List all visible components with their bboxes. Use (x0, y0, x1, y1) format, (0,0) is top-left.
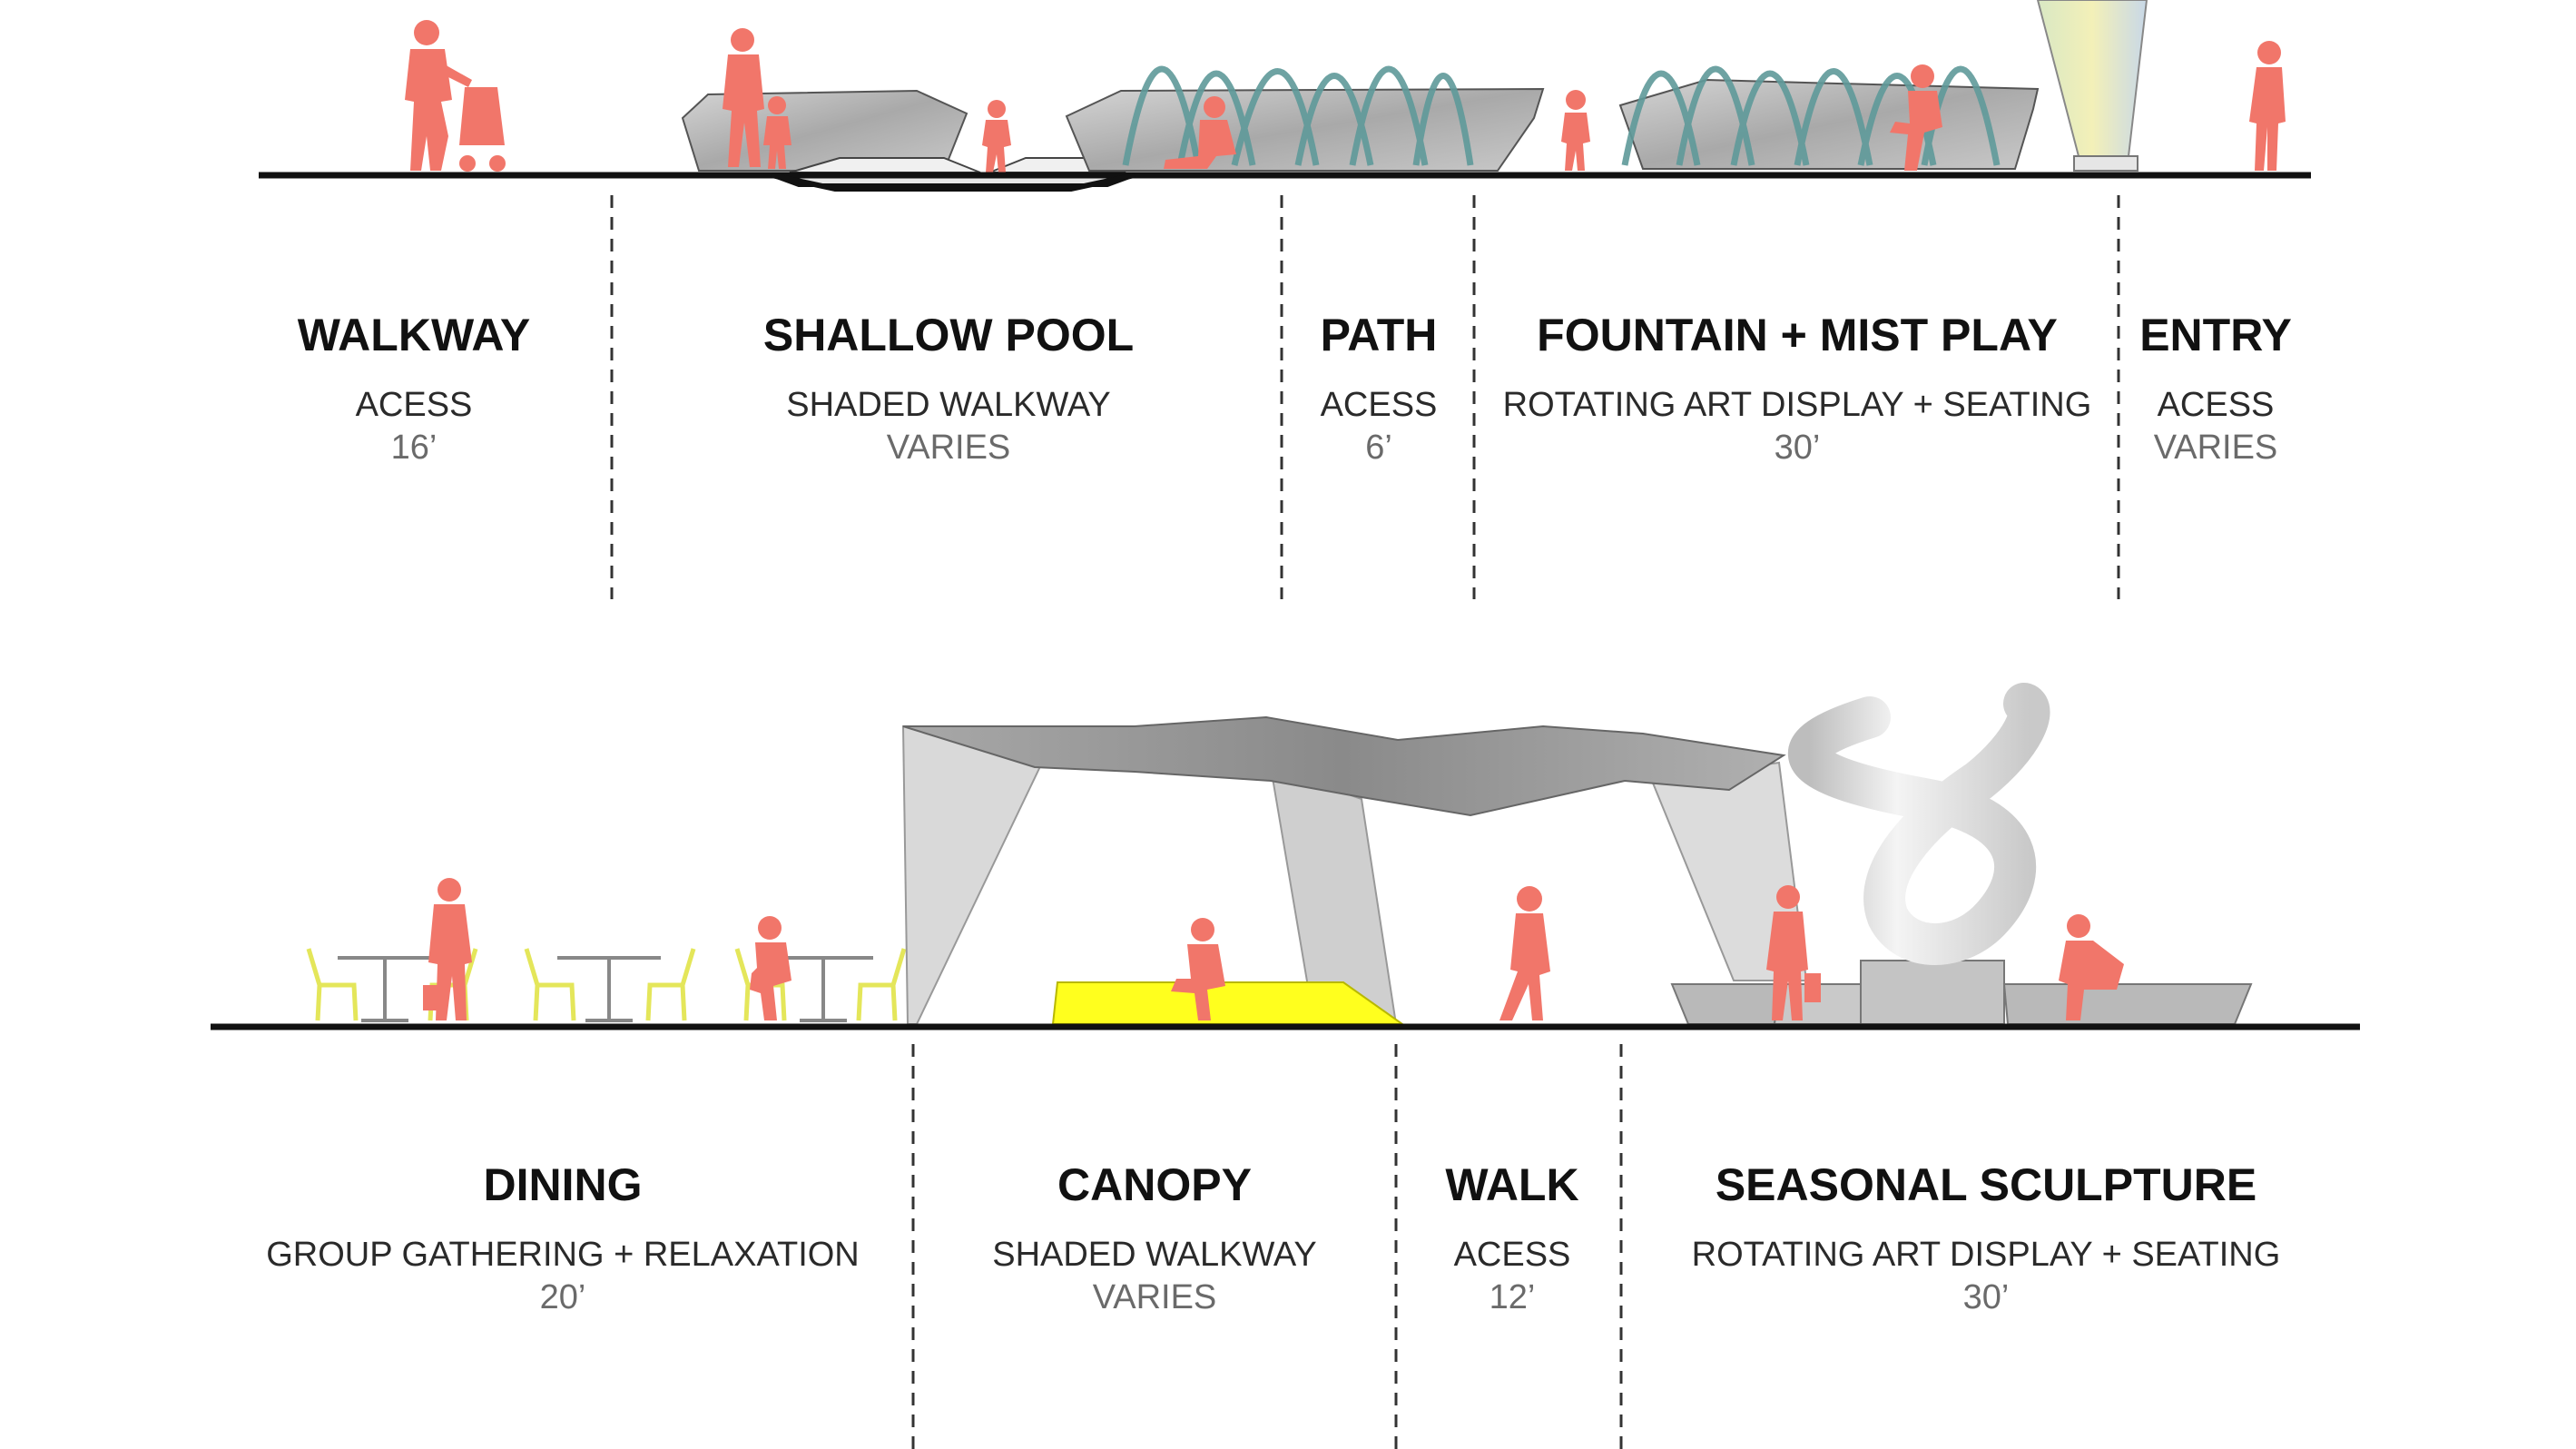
zone-use: GROUP GATHERING + RELAXATION (266, 1236, 860, 1274)
person-icon (1766, 885, 1821, 1020)
zone-use: ROTATING ART DISPLAY + SEATING (1503, 386, 2092, 424)
zone-width: 30’ (1775, 429, 1821, 467)
canopy-roof (902, 715, 1786, 817)
zone-width: 6’ (1365, 429, 1392, 467)
canopy-leg (901, 724, 1055, 1025)
zone-label-dining: DINING GROUP GATHERING + RELAXATION 20’ (266, 1159, 860, 1316)
zone-label-fountain-mist-play: FOUNTAIN + MIST PLAY ROTATING ART DISPLA… (1503, 310, 2092, 467)
person-icon (1890, 64, 1942, 171)
zone-use: SHADED WALKWAY (786, 386, 1111, 424)
pool-floor (771, 172, 1136, 192)
zone-title: WALK (1445, 1159, 1578, 1210)
zone-use: ACESS (1454, 1236, 1571, 1274)
zone-width: 16’ (391, 429, 438, 467)
seasonal-sculpture (1788, 683, 2050, 965)
people-top (405, 20, 2286, 172)
person-icon (1171, 918, 1225, 1020)
zone-use: SHADED WALKWAY (992, 1236, 1317, 1274)
entry-sculpture-base (2073, 155, 2138, 172)
dining-furniture (306, 948, 907, 1022)
entry-sculpture (2036, 0, 2148, 157)
zone-label-shallow-pool: SHALLOW POOL SHADED WALKWAY VARIES (763, 310, 1134, 467)
zone-width: VARIES (2154, 429, 2278, 467)
zone-label-seasonal-sculpture: SEASONAL SCULPTURE ROTATING ART DISPLAY … (1692, 1159, 2281, 1316)
stroller-icon (459, 87, 506, 172)
zone-label-walkway: WALKWAY ACESS 16’ (298, 310, 531, 467)
person-icon (423, 878, 472, 1020)
person-icon (723, 28, 764, 167)
person-icon (1164, 96, 1236, 169)
person-icon (405, 20, 472, 171)
sculpture-bench (2002, 983, 2253, 1025)
fountain-arcs (1122, 65, 2001, 166)
zone-width: 20’ (540, 1278, 586, 1316)
zone-title: PATH (1321, 310, 1438, 360)
sculpture-plinth (1860, 960, 2005, 1025)
zone-title: CANOPY (1057, 1159, 1252, 1210)
zone-title: ENTRY (2139, 310, 2292, 360)
zone-width: VARIES (887, 429, 1011, 467)
person-icon (2059, 914, 2124, 1020)
zone-title: SEASONAL SCULPTURE (1716, 1159, 2256, 1210)
zone-title: DINING (484, 1159, 643, 1210)
zone-width: 12’ (1490, 1278, 1536, 1316)
zone-width: VARIES (1093, 1278, 1217, 1316)
person-icon (1561, 90, 1590, 171)
zone-label-walk: WALK ACESS 12’ (1445, 1159, 1578, 1316)
zone-use: ACESS (2158, 386, 2275, 424)
person-icon (763, 96, 791, 169)
zone-label-canopy: CANOPY SHADED WALKWAY VARIES (992, 1159, 1317, 1316)
person-icon (2249, 41, 2286, 171)
canopy-bench-platform (1051, 981, 1406, 1025)
zone-title: SHALLOW POOL (763, 310, 1134, 360)
top-section: WALKWAY ACESS 16’ SHALLOW POOL SHADED WA… (259, 0, 2311, 599)
table-icon (338, 956, 873, 1022)
bottom-section: DINING GROUP GATHERING + RELAXATION 20’ … (211, 683, 2360, 1449)
zone-label-path: PATH ACESS 6’ (1321, 310, 1438, 467)
person-icon (1499, 886, 1550, 1020)
zone-use: ACESS (356, 386, 473, 424)
sculpture-bench (1670, 983, 1781, 1025)
zone-title: FOUNTAIN + MIST PLAY (1537, 310, 2058, 360)
person-icon (750, 916, 791, 1020)
zone-label-entry: ENTRY ACESS VARIES (2139, 310, 2292, 467)
zone-width: 30’ (1963, 1278, 2010, 1316)
people-bottom (423, 878, 2124, 1020)
zone-use: ACESS (1321, 386, 1438, 424)
zone-use: ROTATING ART DISPLAY + SEATING (1692, 1236, 2281, 1274)
person-icon (982, 100, 1011, 172)
zone-title: WALKWAY (298, 310, 531, 360)
